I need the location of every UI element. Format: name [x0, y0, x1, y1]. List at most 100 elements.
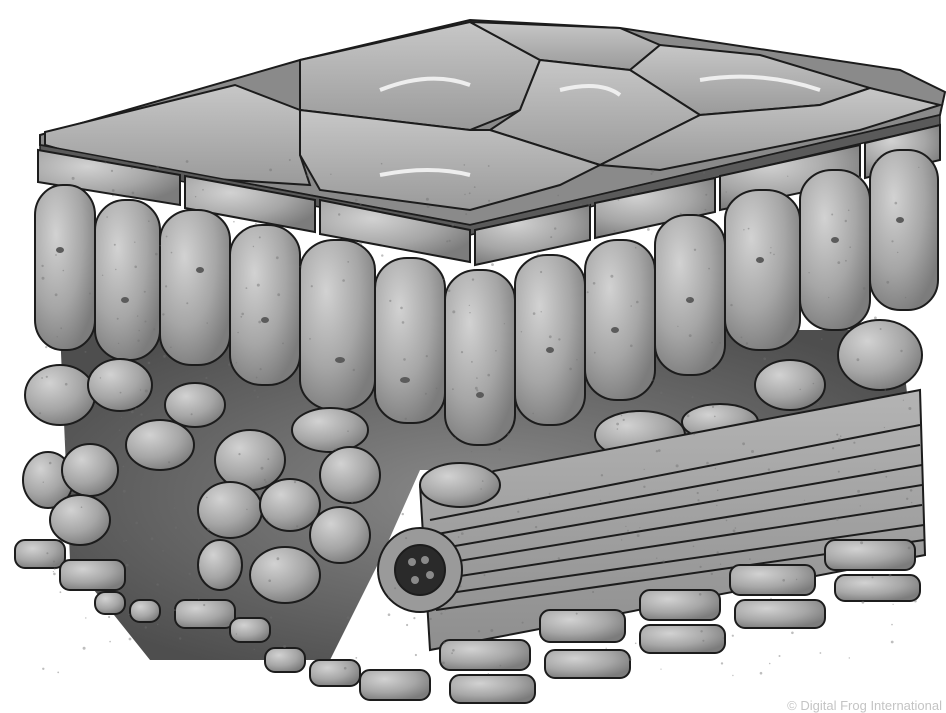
speckle-dot: [112, 189, 115, 192]
speckle-dot: [207, 528, 210, 531]
speckle-dot: [260, 368, 262, 370]
speckle-dot: [60, 591, 62, 593]
speckle-dot: [258, 321, 261, 324]
speckle-dot: [541, 635, 542, 636]
speckle-dot: [108, 616, 110, 618]
speckle-dot: [610, 275, 613, 278]
speckle-dot: [425, 393, 427, 395]
speckle-dot: [426, 198, 429, 201]
speckle-dot: [311, 285, 313, 287]
speckle-dot: [283, 645, 286, 648]
speckle-dot: [174, 609, 176, 611]
speckle-dot: [700, 566, 702, 568]
speckle-dot: [630, 345, 633, 348]
speckle-dot: [233, 221, 235, 223]
speckle-dot: [837, 261, 840, 264]
speckle-dot: [64, 476, 65, 477]
speckle-dot: [637, 534, 640, 537]
speckle-dot: [53, 571, 54, 572]
speckle-dot: [507, 433, 510, 436]
speckle-dot: [427, 205, 430, 208]
speckle-dot: [697, 492, 699, 494]
speckle-dot: [656, 450, 658, 452]
speckle-dot: [377, 572, 379, 574]
speckle-dot: [903, 400, 904, 401]
speckle-dot: [388, 597, 389, 598]
speckle-dot: [268, 579, 271, 582]
speckle-dot: [831, 214, 833, 216]
speckle-dot: [306, 174, 308, 176]
speckle-dot: [240, 316, 242, 318]
speckle-dot: [549, 335, 552, 338]
speckle-dot: [72, 177, 75, 180]
speckle-dot: [720, 564, 721, 565]
speckle-dot: [527, 498, 529, 500]
speckle-dot: [900, 350, 902, 352]
speckle-dot: [338, 213, 340, 215]
speckle-dot: [162, 550, 164, 552]
speckle-dot: [488, 673, 489, 674]
copyright-watermark: © Digital Frog International: [787, 698, 942, 713]
speckle-dot: [443, 279, 445, 281]
speckle-dot: [821, 338, 823, 340]
speckle-dot: [111, 170, 113, 172]
speckle-dot: [693, 433, 695, 435]
speckle-dot: [347, 261, 349, 263]
speckle-dot: [859, 176, 862, 179]
speckle-dot: [248, 546, 249, 547]
speckle-dot: [405, 537, 407, 539]
speckle-dot: [588, 204, 590, 206]
speckle-dot: [179, 637, 181, 639]
speckle-dot: [189, 573, 191, 575]
speckle-dot: [500, 665, 502, 667]
speckle-dot: [405, 418, 407, 420]
speckle-dot: [83, 647, 86, 650]
speckle-dot: [918, 167, 919, 168]
speckle-dot: [476, 377, 478, 379]
speckle-dot: [676, 464, 679, 467]
speckle-dot: [81, 506, 83, 508]
speckle-dot: [361, 591, 363, 593]
speckle-dot: [123, 490, 126, 493]
speckle-dot: [300, 266, 301, 267]
speckle-dot: [482, 480, 484, 482]
speckle-dot: [294, 481, 296, 483]
speckle-dot: [342, 279, 345, 282]
speckle-dot: [600, 500, 602, 502]
speckle-dot: [347, 616, 350, 619]
speckle-dot: [484, 574, 486, 576]
speckle-dot: [389, 300, 391, 302]
speckle-dot: [282, 343, 284, 345]
speckle-dot: [165, 285, 167, 287]
speckle-dot: [708, 268, 710, 270]
speckle-dot: [697, 499, 699, 501]
speckle-dot: [779, 655, 781, 657]
speckle-dot: [770, 252, 772, 254]
speckle-dot: [532, 413, 534, 415]
speckle-dot: [862, 601, 865, 604]
speckle-dot: [726, 520, 728, 522]
speckle-dot: [255, 223, 257, 225]
speckle-dot: [106, 216, 108, 218]
speckle-dot: [808, 272, 809, 273]
speckle-dot: [461, 351, 463, 353]
speckle-dot: [541, 311, 542, 312]
speckle-dot: [836, 434, 838, 436]
speckle-dot: [874, 469, 875, 470]
speckle-dot: [351, 501, 353, 503]
speckle-dot: [712, 406, 714, 408]
speckle-dot: [121, 417, 122, 418]
speckle-dot: [723, 637, 724, 638]
speckle-dot: [140, 389, 141, 390]
speckle-dot: [140, 413, 142, 415]
speckle-dot: [689, 334, 692, 337]
speckle-dot: [71, 492, 72, 493]
speckle-dot: [171, 252, 173, 254]
speckle-dot: [269, 169, 272, 172]
speckle-dot: [394, 587, 396, 589]
speckle-dot: [175, 527, 177, 529]
speckle-dot: [635, 643, 637, 645]
speckle-dot: [580, 440, 581, 441]
speckle-dot: [452, 310, 455, 313]
speckle-dot: [277, 293, 280, 296]
